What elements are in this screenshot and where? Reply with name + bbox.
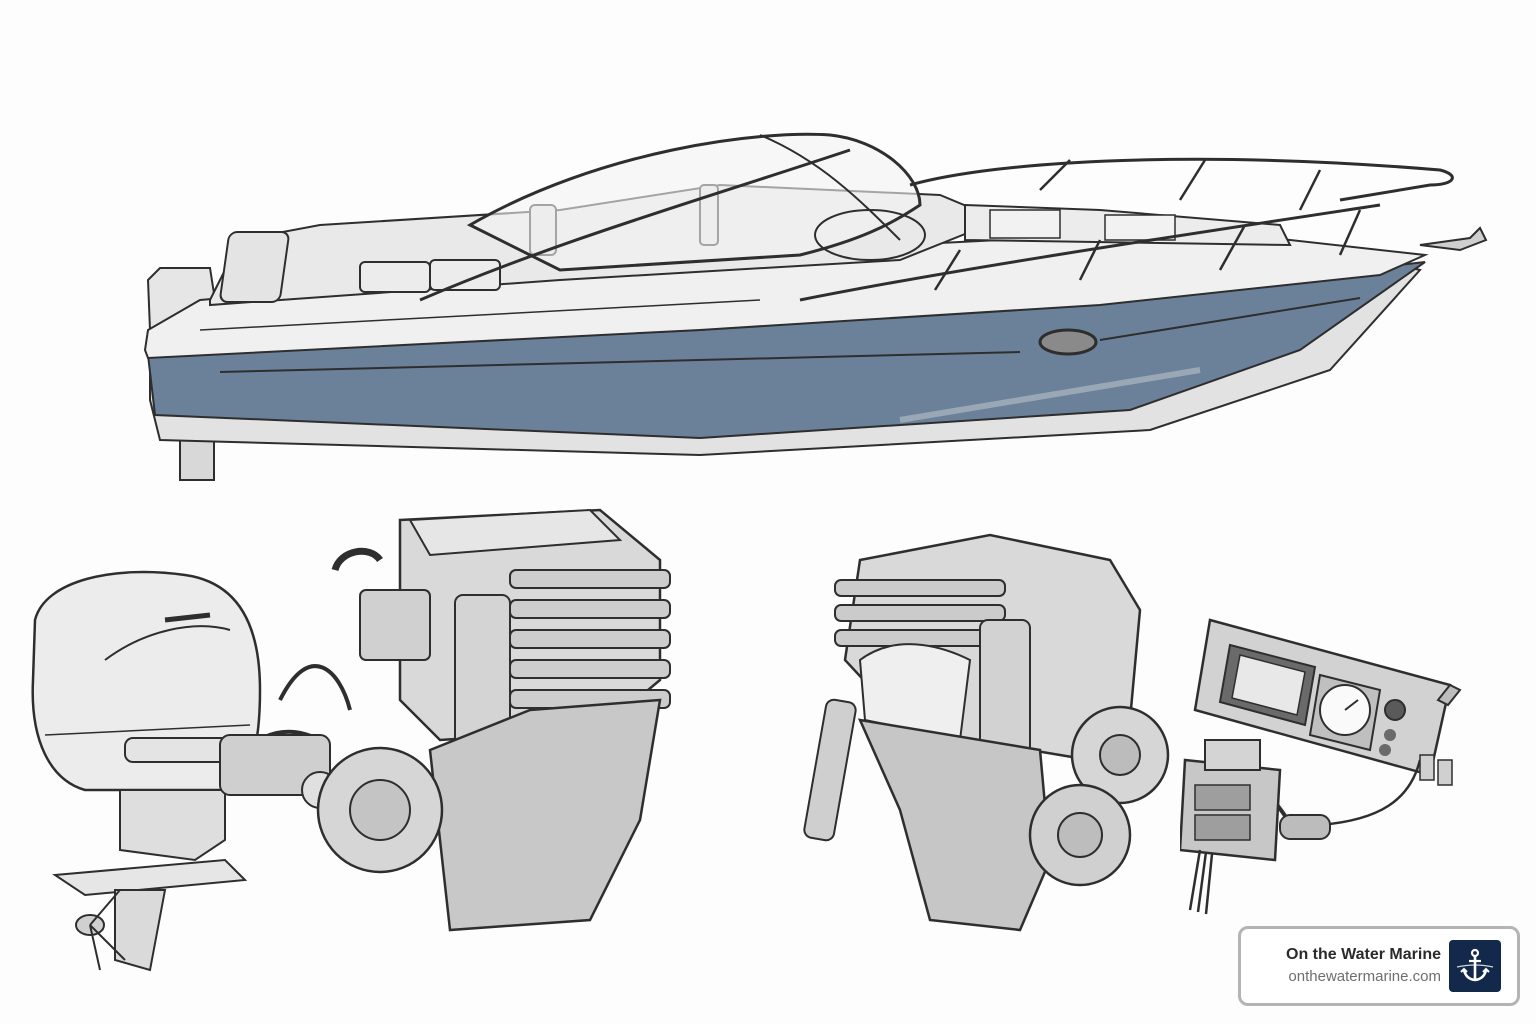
brand-name: On the Water Marine [1286,946,1441,963]
brand-url[interactable]: onthewatermarine.com [1288,968,1441,985]
brand-badge[interactable]: On the Water Marine onthewatermarine.com [1238,926,1520,1006]
engine-left-illustration [200,500,680,950]
brand-text: On the Water Marine onthewatermarine.com [1286,945,1441,987]
boat-illustration [0,0,1536,500]
anchor-icon [1455,946,1495,986]
brand-logo [1449,940,1501,992]
control-panel-illustration [1180,610,1470,920]
engine-right-illustration [790,520,1180,940]
outboard-motor-illustration [25,560,295,980]
